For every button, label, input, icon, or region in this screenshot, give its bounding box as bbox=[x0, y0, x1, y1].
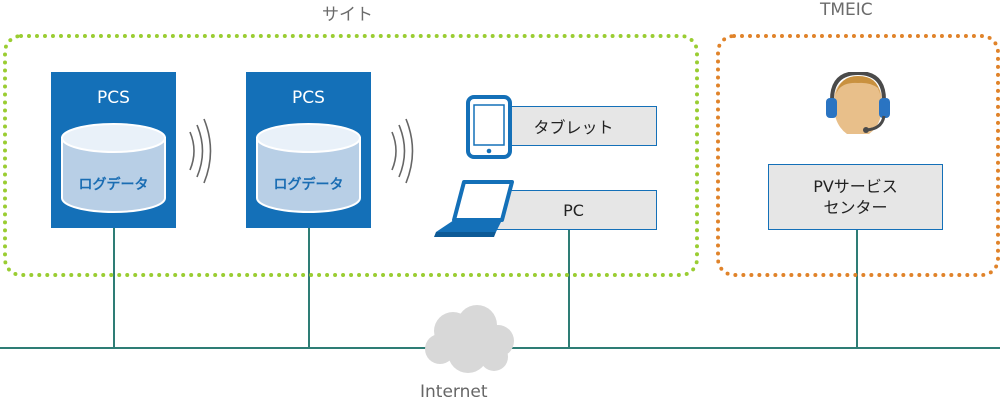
pv-service-center-box: PVサービス センター bbox=[768, 164, 943, 230]
site-group-title: サイト bbox=[322, 5, 373, 25]
pcs-unit-1: PCS ログデータ bbox=[51, 72, 176, 228]
pcs-unit-2: PCS ログデータ bbox=[246, 72, 371, 228]
laptop-icon bbox=[434, 180, 514, 237]
cloud-icon bbox=[425, 305, 514, 373]
tablet-label: タブレット bbox=[533, 118, 614, 137]
wireless-signal-icon bbox=[391, 118, 414, 184]
log-data-label: ログデータ bbox=[78, 177, 149, 193]
operator-headset-icon bbox=[826, 72, 890, 134]
tmeic-group-title: TMEIC bbox=[820, 0, 873, 20]
wireless-signal-icon bbox=[189, 118, 212, 184]
tablet-icon bbox=[466, 95, 512, 159]
tablet-box: タブレット bbox=[490, 106, 657, 146]
service-center-label-line1: PVサービス bbox=[813, 177, 898, 196]
pc-label: PC bbox=[563, 200, 584, 220]
log-data-label: ログデータ bbox=[273, 177, 344, 193]
internet-label: Internet bbox=[420, 382, 488, 402]
service-center-label-line2: センター bbox=[823, 198, 888, 217]
database-icon bbox=[256, 123, 361, 213]
tmeic-group-box bbox=[716, 34, 1000, 277]
database-icon bbox=[61, 123, 166, 213]
site-group-box bbox=[3, 34, 699, 277]
pcs-title: PCS bbox=[97, 88, 130, 108]
pcs-title: PCS bbox=[292, 88, 325, 108]
